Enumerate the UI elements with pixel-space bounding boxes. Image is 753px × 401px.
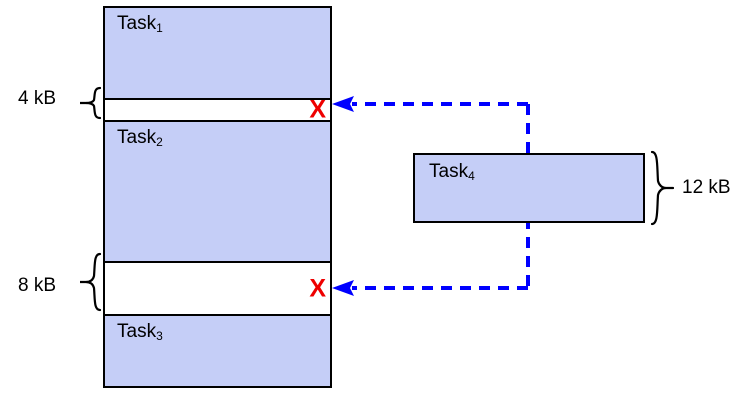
reject-mark-icon-hole2: X: [309, 274, 326, 302]
task4-brace-icon: [650, 150, 674, 226]
hole2-size-label: 8 kB: [18, 275, 57, 296]
reject-mark-icon-hole1: X: [309, 95, 326, 124]
memory-column: Task1 X Task2 X Task3: [103, 6, 332, 388]
memory-block-task2: Task2: [105, 120, 330, 263]
incoming-task-label: Task4: [429, 161, 475, 183]
memory-block-task3: Task3: [105, 314, 330, 386]
arrowhead-hole2-icon: [332, 280, 354, 296]
arrowhead-hole1-icon: [332, 96, 354, 112]
hole2-brace-icon: [80, 252, 102, 312]
memory-hole-4kb: X: [105, 95, 330, 124]
task4-size-label: 12 kB: [682, 177, 731, 198]
hole1-brace-icon: [80, 86, 102, 120]
memory-hole-8kb: X: [105, 263, 330, 314]
hole1-size-label: 4 kB: [18, 88, 57, 109]
incoming-task-box: Task4: [413, 153, 645, 223]
memory-block-task2-label: Task2: [117, 127, 163, 149]
memory-block-task1: Task1: [105, 8, 330, 100]
memory-block-task1-label: Task1: [117, 13, 163, 35]
memory-block-task3-label: Task3: [117, 321, 163, 343]
